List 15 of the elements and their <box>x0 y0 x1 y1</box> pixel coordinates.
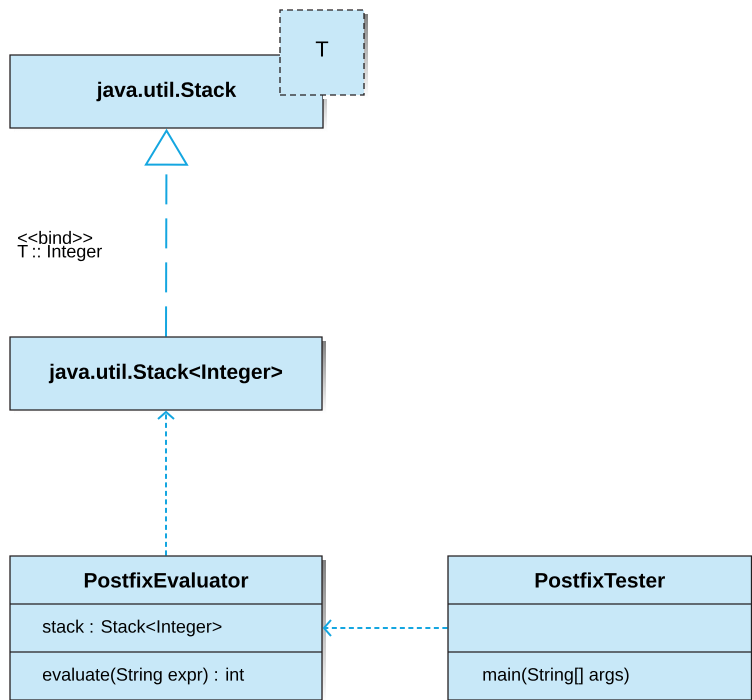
class-name: java.util.Stack <box>96 82 236 102</box>
operation-text: main(String[] args) <box>483 668 629 684</box>
class-name: java.util.Stack<Integer> <box>48 364 282 384</box>
template-parameter-box <box>279 9 368 99</box>
edge-label: <<bind>> T :: Integer <box>18 230 102 262</box>
class-box <box>9 555 326 700</box>
arrow <box>322 619 448 637</box>
class-name: PostfixTester <box>536 572 665 588</box>
class-box <box>9 336 326 414</box>
attribute-text: stack : Stack<Integer> <box>42 620 222 636</box>
class-box <box>447 555 752 700</box>
type-parameter: T <box>316 41 328 57</box>
arrow <box>157 410 175 556</box>
operation-text: evaluate(String expr) : int <box>42 668 244 684</box>
class-name: PostfixEvaluator <box>84 572 248 588</box>
